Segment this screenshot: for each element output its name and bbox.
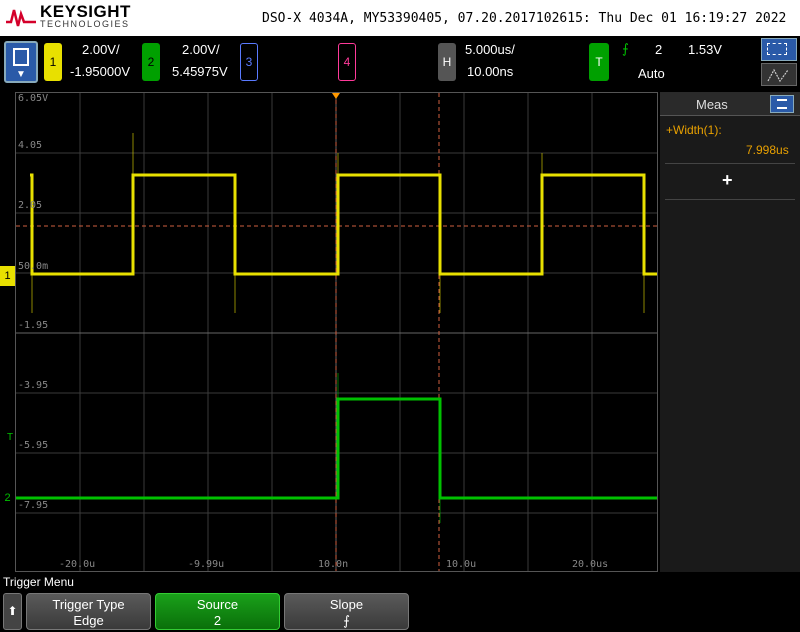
ch2-waveform — [16, 397, 657, 500]
y-label: 4.05 — [18, 140, 43, 151]
ch1-key[interactable]: 1 — [44, 43, 62, 81]
meas-list-button[interactable] — [770, 95, 794, 113]
menu-icon — [13, 48, 29, 66]
x-label: 20.0us — [572, 559, 609, 570]
ch3-key[interactable]: 3 — [240, 43, 258, 81]
zone-trigger-icon — [767, 68, 789, 83]
timebase: 5.000us/ — [465, 42, 515, 57]
trigger-level: 1.53V — [688, 42, 722, 57]
softkey-trigger-type[interactable]: Trigger Type Edge — [26, 593, 151, 630]
ch2-key[interactable]: 2 — [142, 43, 160, 81]
keysight-logo-icon — [6, 9, 36, 27]
y-label: 2.05 — [18, 200, 43, 211]
softkey-label: Slope — [329, 597, 364, 612]
x-label: -9.99u — [188, 559, 225, 570]
graticule — [16, 93, 657, 571]
x-label: 10.0n — [318, 559, 349, 570]
delay: 10.00ns — [467, 64, 514, 79]
divider — [665, 163, 795, 164]
trigger-key[interactable]: T — [589, 43, 609, 81]
softkey-value: 2 — [213, 613, 222, 628]
ch2-offset: 5.45975V — [172, 64, 228, 79]
main-menu-button[interactable]: ▼ — [4, 41, 38, 83]
y-label: -5.95 — [18, 440, 49, 451]
horizontal-key[interactable]: H — [438, 43, 456, 81]
y-label: -3.95 — [18, 380, 49, 391]
ch2-scale: 2.00V/ — [182, 42, 220, 57]
softkey-value: ⨍ — [343, 613, 350, 628]
zoom-box-icon — [767, 43, 787, 55]
waveform-display[interactable]: 6.05V 4.05 2.05 50.0m -1.95 -3.95 -5.95 … — [15, 92, 658, 572]
trigger-level-marker[interactable]: T — [7, 432, 14, 443]
measurement-panel: Meas +Width(1): 7.998us + — [660, 92, 800, 572]
trigger-position-marker[interactable] — [332, 93, 340, 99]
trigger-mode: Auto — [638, 66, 665, 81]
x-label: 10.0u — [446, 559, 477, 570]
add-measurement-button[interactable]: + — [722, 170, 733, 190]
softkey-label: Trigger Type — [52, 597, 125, 612]
ch1-offset: -1.95000V — [70, 64, 130, 79]
softkey-label: Source — [196, 597, 239, 612]
touch-trigger-button[interactable] — [761, 63, 797, 86]
chevron-down-icon: ▼ — [16, 69, 26, 80]
back-button[interactable]: ⬆ — [3, 593, 22, 630]
ch1-ground-marker[interactable]: 1 — [0, 266, 15, 286]
channel-header — [0, 36, 800, 92]
ch1-waveform — [30, 173, 657, 276]
touch-zoom-button[interactable] — [761, 38, 797, 61]
brand-name: KEYSIGHT — [40, 2, 131, 21]
ch4-key[interactable]: 4 — [338, 43, 356, 81]
list-icon — [777, 99, 787, 109]
y-label: -1.95 — [18, 320, 49, 331]
trigger-slope-icon: ⨍ — [622, 41, 629, 56]
menu-title: Trigger Menu — [3, 575, 74, 589]
meas-item-label: +Width(1): — [666, 123, 722, 137]
softkey-source[interactable]: Source 2 — [155, 593, 280, 630]
meas-title: Meas — [696, 97, 728, 112]
trigger-source: 2 — [655, 42, 663, 57]
meas-header: Meas — [660, 92, 800, 116]
title-bar: KEYSIGHT TECHNOLOGIES DSO-X 4034A, MY533… — [0, 0, 800, 36]
meas-item-value: 7.998us — [746, 143, 789, 157]
softkey-value: Edge — [73, 613, 104, 628]
x-label: -20.0u — [59, 559, 96, 570]
softkey-slope[interactable]: Slope ⨍ — [284, 593, 409, 630]
instrument-title: DSO-X 4034A, MY53390405, 07.20.201710261… — [262, 11, 787, 26]
brand-sub: TECHNOLOGIES — [40, 19, 130, 29]
ch2-ground-marker[interactable]: 2 — [4, 492, 11, 504]
y-label: -7.95 — [18, 500, 49, 511]
ch1-scale: 2.00V/ — [82, 42, 120, 57]
y-label: 50.0m — [18, 261, 49, 272]
divider — [665, 199, 795, 200]
y-label: 6.05V — [18, 93, 49, 104]
